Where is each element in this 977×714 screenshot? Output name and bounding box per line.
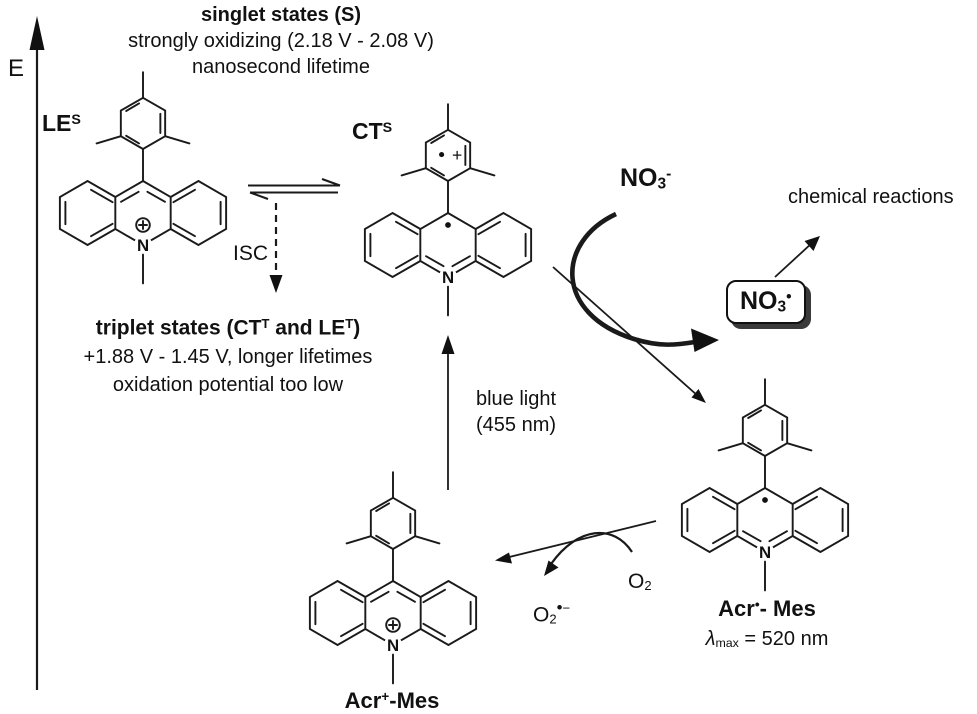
singlet-states-title: singlet states (S) [200, 4, 362, 26]
electron-transfer-arrow-no3 [570, 211, 719, 352]
cts-state-label: CTS [352, 118, 392, 145]
o2-base: O [628, 570, 645, 593]
singlet-lifetime-line: nanosecond lifetime [192, 56, 370, 78]
triplet-potential-line: +1.88 V - 1.45 V, longer lifetimes [83, 345, 373, 368]
no3-anion-base: NO [620, 164, 658, 192]
o2-label: O2 [628, 570, 652, 594]
excitation-arrowhead-icon [441, 335, 455, 354]
no3-arrowhead-icon [691, 328, 719, 352]
superoxide-charge: − [562, 600, 571, 616]
chemical-reactions-label: chemical reactions [788, 186, 954, 208]
regeneration-arrowhead-icon [495, 552, 512, 564]
acr-arrowhead-icon [691, 389, 706, 403]
no3-radical-sub: 3 [777, 298, 787, 316]
no3-anion-label: NO3- [620, 164, 671, 193]
equilibrium-arrows [248, 178, 341, 200]
blue-light-block: blue light (455 nm) [476, 386, 556, 438]
triplet-sup2: T [345, 316, 354, 331]
superoxide-label: O2•− [533, 598, 570, 627]
blue-light-line1: blue light [475, 388, 557, 410]
lambda-max-label: λmax = 520 nm [706, 626, 829, 656]
singlet-states-block: singlet states (S) strongly oxidizing (2… [128, 2, 434, 80]
blue-light-line2: (455 nm) [475, 414, 557, 436]
isc-label: ISC [233, 242, 269, 265]
les-sup: S [71, 111, 81, 128]
acr-cation-sup: + [381, 689, 390, 705]
energy-axis [29, 16, 45, 690]
triplet-oxidation-line: oxidation potential too low [112, 373, 344, 396]
acr-radical-t2: - Mes [759, 596, 816, 621]
lambda-sub: max [715, 635, 739, 650]
no3-radical-dot: • [786, 288, 792, 306]
cts-base: CT [352, 118, 383, 144]
triplet-states-title: triplet states (CTT and LET) [84, 311, 373, 342]
structure-cts-radical-cation: + [365, 104, 531, 315]
isc-arrow [269, 203, 283, 293]
o2-arrowhead-icon [544, 560, 559, 576]
mesityl-plus-charge: + [452, 145, 462, 165]
superoxide-base: O [533, 603, 550, 627]
superoxide-sub: 2 [549, 611, 557, 627]
les-state-label: LES [42, 110, 81, 137]
triplet-states-block: triplet states (CTT and LET) +1.88 V - 1… [84, 311, 373, 398]
o2-sub: 2 [644, 577, 652, 593]
lambda-symbol: λ [705, 628, 716, 650]
structure-acr-radical-mesitylene [682, 379, 848, 590]
structure-acr-cation-mesitylene [310, 472, 476, 683]
acr-cation-mes-label: Acr+-Mes [345, 688, 440, 714]
no3-radical-box: NO3• [726, 280, 806, 325]
singlet-oxidizing-line: strongly oxidizing (2.18 V - 2.08 V) [128, 30, 434, 52]
arrow-to-chemical-reactions [774, 236, 820, 278]
cts-sup: S [382, 119, 393, 136]
les-base: LE [42, 110, 72, 136]
isc-arrowhead-icon [269, 275, 283, 293]
acr-cation-t2: -Mes [389, 688, 440, 713]
triplet-t2: and LE [269, 316, 346, 340]
excitation-arrow-blue-light [441, 335, 455, 490]
acr-radical-dot: • [754, 597, 760, 613]
superoxide-dot: • [556, 598, 563, 617]
triplet-t3: ) [353, 316, 361, 340]
reactions-arrowhead-icon [804, 236, 820, 251]
arrow-cts-to-acr-radical [552, 266, 706, 403]
o2-curved-arrow [550, 531, 633, 565]
lambda-value: = 520 nm [738, 628, 829, 650]
acr-radical-mes-label: Acr•- Mes [718, 596, 816, 622]
o2-reduction-arrows [495, 520, 657, 576]
no3-anion-sub: 3 [657, 175, 667, 193]
structure-les-acridinium-mesitylene [60, 72, 226, 283]
regeneration-arrow [504, 520, 657, 559]
acr-radical-t1: Acr [718, 596, 755, 621]
triplet-sup1: T [261, 316, 270, 331]
acr-cation-t1: Acr [344, 688, 382, 713]
no3-anion-charge: - [666, 165, 672, 183]
no3-radical-base: NO [740, 287, 778, 315]
energy-axis-arrowhead-icon [29, 16, 45, 50]
mesityl-radical-dot-icon [439, 152, 445, 158]
energy-axis-label: E [8, 55, 25, 82]
triplet-t1: triplet states (CT [95, 316, 262, 340]
